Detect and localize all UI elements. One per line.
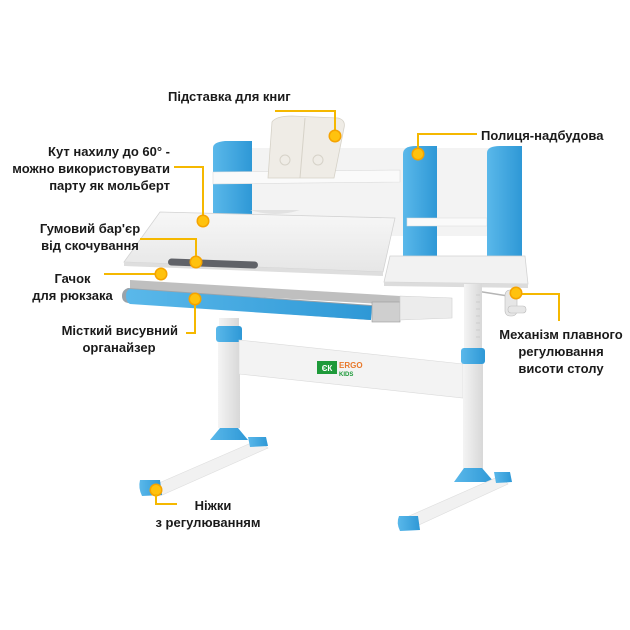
callout-text-line: регулювання	[518, 344, 604, 359]
callout-text-line: Механізм плавного	[499, 327, 623, 342]
ergo-kids-logo: ЄК ERGO KIDS	[317, 361, 363, 378]
callout-text-line: Гумовий бар'єр	[39, 221, 141, 236]
callout-line	[275, 110, 336, 112]
callout-label-height-mechanism: Механізм плавного регулювання висоти сто…	[496, 326, 626, 377]
callout-text-line: Місткий висувний	[61, 323, 178, 338]
callout-line	[195, 238, 197, 260]
callout-dot-icon	[330, 131, 340, 141]
callout-line	[558, 293, 560, 321]
callout-text-line: для рюкзака	[32, 288, 113, 303]
crossbar: ЄК ERGO KIDS	[238, 339, 464, 399]
callout-dot-icon	[511, 288, 521, 298]
callout-text-line: парту як мольберт	[49, 178, 170, 193]
callout-line	[155, 503, 177, 505]
callout-text-line: можно використовувати	[12, 161, 170, 176]
callout-line	[520, 293, 560, 295]
callout-text-line: органайзер	[82, 340, 156, 355]
callout-line	[140, 238, 197, 240]
callout-dot-icon	[151, 485, 161, 495]
svg-text:KIDS: KIDS	[339, 372, 353, 378]
callout-label-backpack-hook: Гачок для рюкзака	[30, 270, 115, 304]
callout-label-shelf-superstructure: Полиця-надбудова	[481, 128, 604, 143]
svg-text:ERGO: ERGO	[339, 361, 363, 370]
callout-dot-icon	[413, 149, 423, 159]
callout-text-line: Гачок	[54, 271, 91, 286]
callout-label-book-stand: Підставка для книг	[168, 89, 291, 104]
callout-text-line: Ніжки	[194, 498, 232, 513]
book-stand	[267, 115, 345, 179]
callout-line	[202, 166, 204, 218]
callout-dot-icon	[198, 216, 208, 226]
svg-text:ЄК: ЄК	[322, 364, 333, 373]
callout-line	[155, 494, 157, 505]
left-leg	[139, 318, 269, 497]
fixed-desktop	[383, 255, 529, 288]
right-leg	[397, 284, 512, 531]
callout-label-drawer-organizer: Місткий висувний органайзер	[40, 322, 178, 356]
callout-line	[186, 332, 196, 334]
callout-dot-icon	[190, 294, 200, 304]
callout-text-line: з регулюванням	[155, 515, 261, 530]
callout-line	[194, 303, 196, 334]
tilting-desktop	[123, 210, 396, 276]
callout-text-line: від скочування	[41, 238, 139, 253]
callout-dot-icon	[156, 269, 166, 279]
drawer-organizer	[122, 280, 453, 323]
callout-label-adjustable-feet: Ніжки з регулюванням	[148, 497, 268, 531]
callout-line	[174, 166, 204, 168]
callout-text-line: висоти столу	[518, 361, 604, 376]
callout-text-line: Кут нахилу до 60° -	[48, 144, 170, 159]
callout-dot-icon	[191, 257, 201, 267]
callout-line	[417, 133, 477, 135]
callout-label-tilt-angle: Кут нахилу до 60° - можно використовуват…	[12, 143, 170, 194]
callout-line	[334, 110, 336, 134]
callout-line	[417, 133, 419, 151]
callout-label-rubber-barrier: Гумовий бар'єр від скочування	[35, 220, 145, 254]
callout-line	[104, 273, 158, 275]
